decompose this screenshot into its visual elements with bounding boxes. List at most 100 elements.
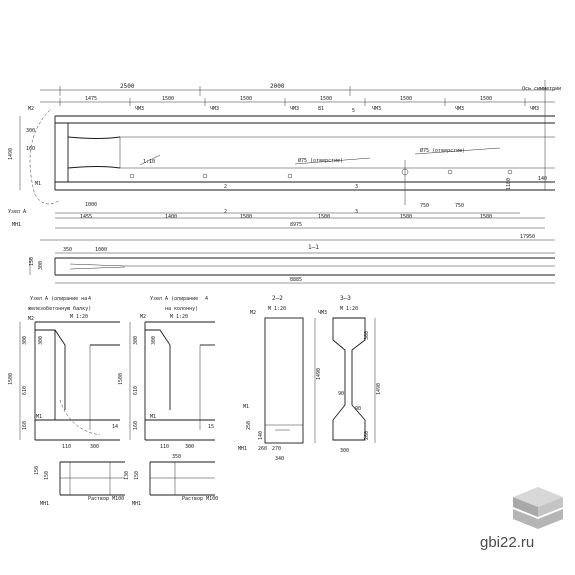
node-a1-cut: 4 — [88, 296, 91, 302]
height-dim-total: 1490 — [8, 148, 14, 160]
node-a1-tag: 14 — [112, 424, 118, 430]
plan-width-2: 300 — [38, 261, 44, 270]
section-2-title: 2–2 — [272, 295, 283, 302]
height-dim-3: 160 — [26, 146, 35, 152]
height-dim-5: 140 — [538, 176, 547, 182]
callout-2a: 2 — [224, 184, 227, 190]
bottom-dim-6: 1500 — [400, 214, 412, 220]
node-a1-mark-m2: М2 — [28, 316, 34, 322]
node-a2-bottom-dim-3: 150 — [134, 471, 140, 480]
section-3-dim-5: 260 — [364, 431, 370, 440]
top-dim-1: 2500 — [120, 83, 135, 90]
section-2-dim-6: 340 — [275, 456, 284, 462]
plan-dim-1: 350 — [63, 247, 72, 253]
segment-dim-2: 1500 — [162, 96, 174, 102]
total-outer-dim: 17950 — [520, 234, 535, 240]
callout-2b: 2 — [224, 209, 227, 215]
node-a2-scale: М 1:20 — [170, 314, 188, 320]
node-a2-dim-4: 610 — [133, 386, 139, 395]
node-a1-dim-3: 300 — [38, 336, 44, 345]
section-3-3: 3–3 М 1:20 ЧМ3 300 1490 90 90 260 300 — [318, 295, 382, 454]
node-a1-note: Раствор М100 — [88, 496, 124, 502]
chamfer-note: 1:10 — [143, 159, 155, 165]
node-a1-dim-5: 160 — [22, 421, 28, 430]
node-a-label: Узел А — [8, 209, 26, 215]
mark-m1: М1 — [35, 181, 41, 187]
node-a2-mark-m1: М1 — [150, 414, 156, 420]
segment-dim-6: 1500 — [480, 96, 492, 102]
node-a1-dim-4: 610 — [22, 386, 28, 395]
node-a1-dim-6: 110 — [62, 444, 71, 450]
node-a2-dim-3: 300 — [151, 336, 157, 345]
node-a1-dim-7: 300 — [90, 444, 99, 450]
plan-dim-2: 1000 — [95, 247, 107, 253]
node-a2-title: Узел А (опирание — [150, 296, 198, 302]
node-a2-bottom-dim-1: 350 — [172, 454, 181, 460]
axis-label: Ось симметрии — [522, 86, 561, 92]
node-a1-bottom-dim-2: 150 — [44, 471, 50, 480]
node-a2-mark-m2: М2 — [140, 314, 146, 320]
section-3-title: 3–3 — [340, 295, 351, 302]
section-3-dim-3: 90 — [338, 391, 344, 397]
bottom-dim-1: 1000 — [85, 202, 97, 208]
mark-chm3-1: ЧМ3 — [135, 106, 144, 112]
node-a2-detail: Узел А (опирание на колонну) 4 М 1:20 М2… — [118, 296, 218, 507]
plan-width-1: 150 — [29, 257, 35, 266]
hole-note-2: Ø75 (отверстие) — [420, 147, 465, 154]
mark-chm3-3: ЧМ3 — [290, 106, 299, 112]
segment-dim-4: 1500 — [320, 96, 332, 102]
node-a1-dim-2: 300 — [22, 336, 28, 345]
mark-chm3-2: ЧМ3 — [210, 106, 219, 112]
mark-chm3-5: ЧМ3 — [455, 106, 464, 112]
site-logo-icon — [513, 487, 563, 529]
section-2-dim-3: 140 — [258, 431, 264, 440]
mark-chm3-4: ЧМ3 — [372, 106, 381, 112]
node-a1-bottom-dim-1: 150 — [34, 466, 40, 475]
top-dim-2: 2000 — [270, 83, 285, 90]
section-3-dim-6: 300 — [340, 448, 349, 454]
plan-total: 8885 — [290, 277, 302, 283]
section-3-dim-4: 90 — [355, 406, 361, 412]
bottom-dim-7: 750 — [420, 203, 429, 209]
segment-dim-1: 1475 — [85, 96, 97, 102]
callout-3b: 3 — [355, 209, 358, 215]
callout-3a: 3 — [355, 184, 358, 190]
mark-mn1: МН1 — [12, 222, 21, 228]
segment-dim-5: 1500 — [400, 96, 412, 102]
bottom-dim-8: 750 — [455, 203, 464, 209]
node-a2-dim-1: 1500 — [118, 373, 124, 385]
mark-chm3-6: ЧМ3 — [530, 106, 539, 112]
section-3-mark-chm3: ЧМ3 — [318, 310, 327, 316]
node-a2-title-2: на колонну) — [165, 306, 198, 312]
node-a2-dim-2: 300 — [133, 336, 139, 345]
node-a1-title: Узел А (опирание на — [30, 296, 87, 302]
section-3-dim-2: 1490 — [376, 383, 382, 395]
node-a2-note: Раствор М100 — [182, 496, 218, 502]
node-a2-dim-7: 300 — [185, 444, 194, 450]
node-a2-mark-mn1: МН1 — [132, 501, 141, 507]
beam-plan: 350 1000 1–1 150 300 8885 — [29, 244, 555, 284]
beam-elevation: 2500 2000 Ось симметрии 1475 1500 1500 1… — [8, 80, 561, 241]
segment-dim-3: 1500 — [240, 96, 252, 102]
section-2-2: 2–2 М 1:20 М2 1490 250 140 260 270 340 М… — [238, 295, 322, 462]
node-a2-tag: 15 — [208, 424, 214, 430]
section-2-mark-m2: М2 — [250, 310, 256, 316]
section-3-dim-1: 300 — [364, 331, 370, 340]
node-a2-dim-5: 160 — [133, 421, 139, 430]
node-a2-cut: 4 — [205, 296, 208, 302]
node-a2-bottom-dim-2: 130 — [124, 471, 130, 480]
section-2-mark-m1: М1 — [243, 404, 249, 410]
section-3-scale: М 1:20 — [340, 306, 358, 312]
bottom-dim-5: 1500 — [318, 214, 330, 220]
bottom-dim-3: 1400 — [165, 214, 177, 220]
bottom-dim-9: 1500 — [480, 214, 492, 220]
height-dim-2: 300 — [26, 128, 35, 134]
section-2-scale: М 1:20 — [268, 306, 286, 312]
node-a1-dim-1: 1500 — [8, 373, 14, 385]
plan-cut-label: 1–1 — [308, 244, 319, 251]
small-dim-81: 81 — [318, 106, 324, 112]
section-2-dim-5: 270 — [272, 446, 281, 452]
hole-note-1: Ø75 (отверстие) — [298, 157, 343, 164]
bottom-dim-2: 1455 — [80, 214, 92, 220]
